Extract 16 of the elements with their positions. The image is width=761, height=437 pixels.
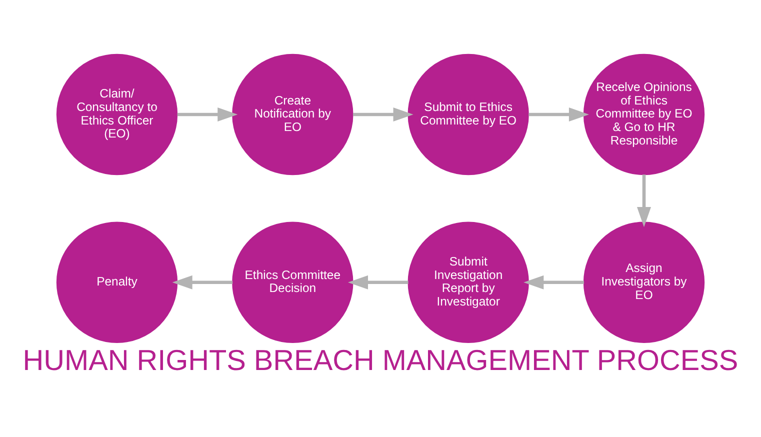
node-circle: Penalty: [56, 221, 178, 342]
node-circle: Create Notification by EO: [232, 53, 354, 175]
arrow: [528, 106, 589, 121]
arrow: [177, 106, 238, 121]
node-circle: Claim/ Consultancy to Ethics Officer (EO): [56, 53, 178, 175]
arrow: [348, 274, 408, 289]
arrow: [352, 106, 414, 121]
node-circle: Recelve Opinions of Ethics Committee by EO & Go to HR Responsible: [583, 53, 705, 175]
arrow: [172, 274, 233, 289]
arrow: [636, 174, 652, 227]
diagram-title: HUMAN RIGHTS BREACH MANAGEMENT PROCESS: [22, 344, 738, 376]
node-circle: Submit to Ethics Committee by EO: [408, 53, 529, 175]
node-circle: Assign Investigators by EO: [583, 221, 705, 342]
node-circle: Submit Investigation Report by Investigator: [408, 221, 529, 342]
node-circle: Ethics Committee Decision: [232, 221, 354, 342]
arrow: [524, 274, 584, 289]
